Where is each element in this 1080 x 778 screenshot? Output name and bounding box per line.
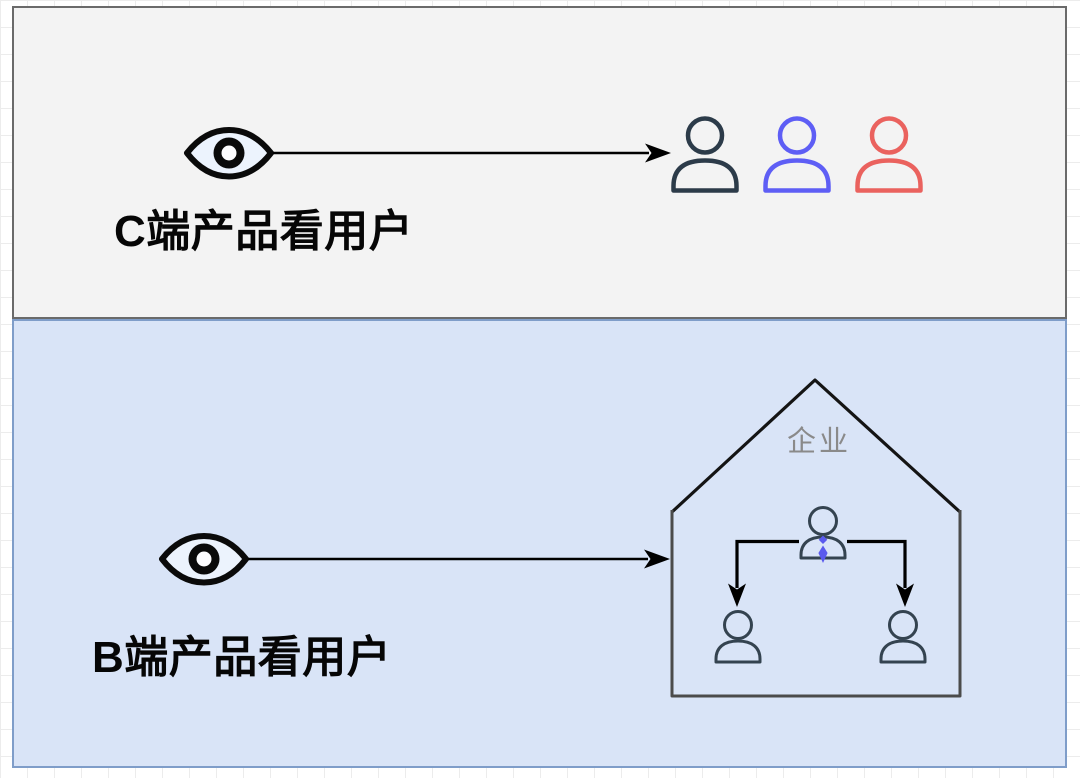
panel-b-end [12, 319, 1067, 768]
b-end-label: B端产品看用户 [92, 633, 392, 682]
enterprise-label: 企业 [786, 426, 851, 458]
panel-c-end [12, 6, 1067, 319]
c-end-label: C端产品看用户 [114, 207, 414, 256]
